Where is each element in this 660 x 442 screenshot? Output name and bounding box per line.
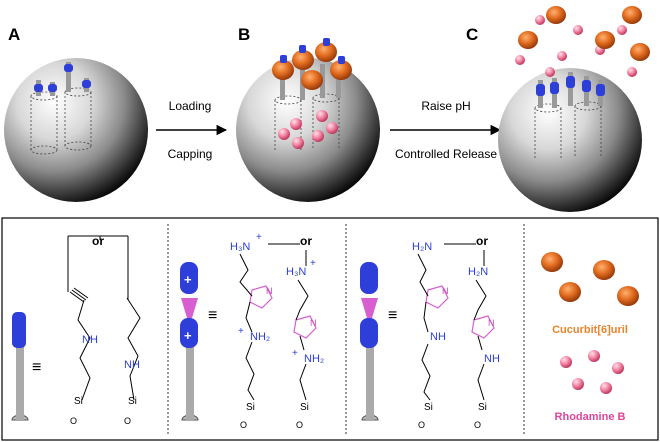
rhodamine-legend-icons bbox=[560, 350, 624, 394]
triazole-n-2a: N bbox=[266, 286, 273, 296]
stalks-a bbox=[34, 62, 91, 96]
arrow-label-capping: Capping bbox=[168, 147, 213, 161]
legend-rhodamine: Rhodamine B bbox=[555, 411, 626, 423]
nanoparticle-c bbox=[498, 6, 650, 212]
silicon-label-1a: Si bbox=[74, 396, 83, 407]
oxygen-label-3a: O bbox=[418, 420, 425, 430]
released-rhodamine-c bbox=[515, 15, 637, 77]
plus-label-2a: + bbox=[256, 232, 262, 243]
amine-label-1b: NH bbox=[124, 359, 140, 371]
plus-label-2c: + bbox=[238, 326, 244, 337]
svg-text:≡: ≡ bbox=[208, 307, 217, 324]
plus-label-2b: + bbox=[310, 258, 316, 269]
rhodamine-cargo-b bbox=[278, 110, 338, 149]
nanoparticle-a bbox=[4, 58, 148, 202]
cucurbituril-legend-icons bbox=[541, 252, 639, 306]
legend-cucurbituril: Cucurbit[6]uril bbox=[552, 324, 628, 336]
silicon-label-2b: Si bbox=[300, 402, 309, 413]
silicon-label-1b: Si bbox=[128, 396, 137, 407]
or-label-3: or bbox=[476, 234, 488, 248]
triazole-n-3b: N bbox=[488, 318, 495, 328]
plus-label-2d: + bbox=[292, 348, 298, 359]
nanoparticle-b bbox=[236, 38, 380, 202]
svg-text:+: + bbox=[184, 272, 192, 287]
arrow-label-controlled-release: Controlled Release bbox=[395, 147, 497, 161]
oxygen-label-3b: O bbox=[474, 420, 481, 430]
silicon-label-3b: Si bbox=[478, 402, 487, 413]
legend-panel: Cucurbit[6]uril Rhodamine B bbox=[541, 252, 639, 423]
detail-panel bbox=[1, 217, 659, 441]
oxygen-label-2a: O bbox=[240, 420, 247, 430]
stage-label-c: C bbox=[466, 25, 478, 44]
cucurbituril-caps-b bbox=[272, 38, 352, 100]
ammonium-label-2a: H₃N bbox=[230, 241, 250, 253]
oxygen-label-1b: O bbox=[124, 416, 131, 426]
amine-label-3b: H₂N bbox=[468, 266, 488, 278]
panel-stalk-schematic: ≡ or NH NH Si Si O O bbox=[11, 234, 141, 426]
arrow-label-loading: Loading bbox=[169, 99, 212, 113]
triazole-n-3a: N bbox=[442, 286, 449, 296]
triazole-n-2b: N bbox=[310, 318, 317, 328]
oxygen-label-1: O bbox=[70, 416, 77, 426]
svg-text:≡: ≡ bbox=[32, 359, 41, 376]
amine-label-3d: NH bbox=[484, 353, 500, 365]
released-cucurbituril-c bbox=[518, 6, 650, 61]
or-label-2: or bbox=[300, 234, 312, 248]
stage-label-a: A bbox=[8, 25, 20, 44]
panel-neutral-stalk: ≡ H₂N or H₂N NH NH N N Si Si O O bbox=[360, 234, 500, 430]
ammonium-label-2b: H₃N bbox=[286, 266, 306, 278]
silicon-label-3a: Si bbox=[424, 402, 433, 413]
arrow-loading-capping: Loading Capping bbox=[156, 99, 228, 161]
panel-protonated-stalk: + + ≡ H₃N + or H₃N + NH₂ + NH₂ + N N Si … bbox=[180, 232, 324, 430]
svg-text:+: + bbox=[184, 328, 192, 343]
oxygen-label-2b: O bbox=[296, 420, 303, 430]
stalks-c bbox=[536, 72, 605, 108]
or-label-1: or bbox=[92, 234, 104, 248]
panel-dividers bbox=[167, 224, 525, 434]
amine-label-1a: NH bbox=[82, 334, 98, 346]
arrow-raise-ph: Raise pH Controlled Release bbox=[390, 99, 502, 161]
arrow-label-raise-ph: Raise pH bbox=[421, 99, 470, 113]
amine-label-3c: NH bbox=[430, 331, 446, 343]
stage-label-b: B bbox=[238, 25, 250, 44]
nh2-label-2b: NH₂ bbox=[304, 353, 324, 365]
svg-text:≡: ≡ bbox=[388, 307, 397, 324]
nh2-label-2a: NH₂ bbox=[250, 331, 270, 343]
amine-label-3a: H₂N bbox=[412, 241, 432, 253]
silicon-label-2a: Si bbox=[246, 402, 255, 413]
